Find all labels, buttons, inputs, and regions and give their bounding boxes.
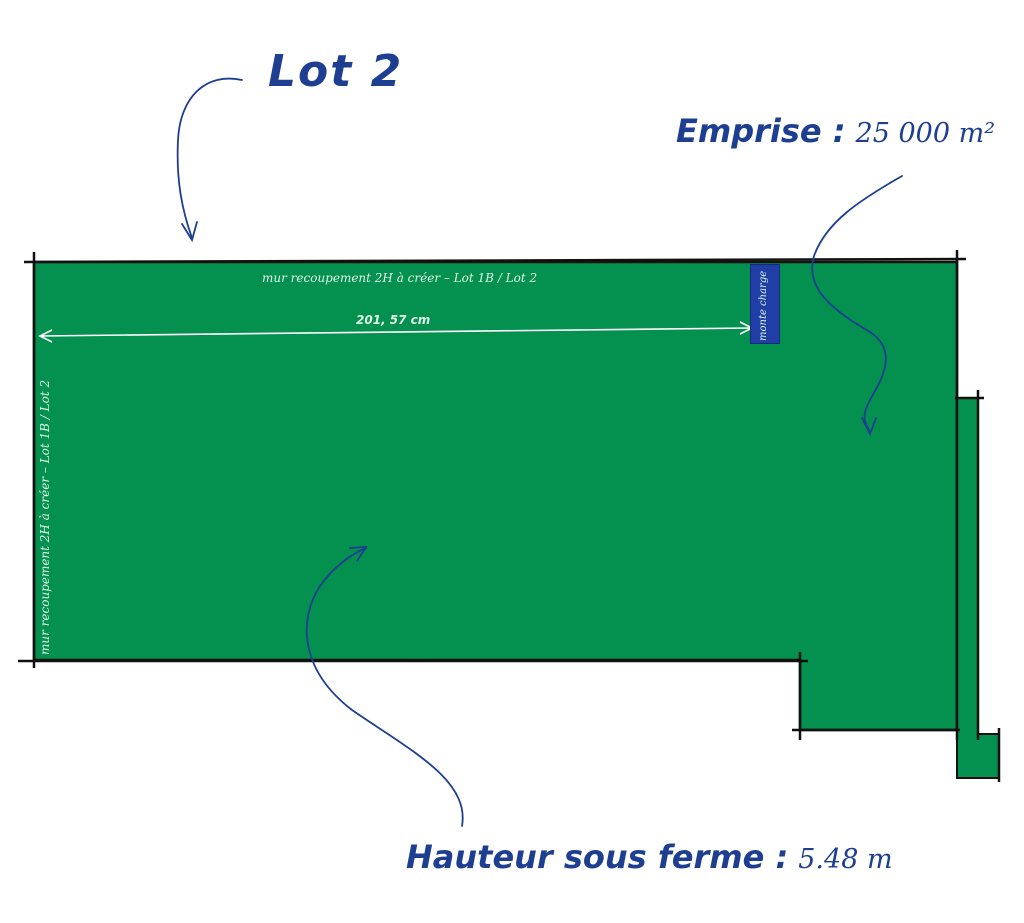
freight-elevator: monte charge [750,264,780,344]
sketch-strokes [18,250,1001,782]
hauteur-label: Hauteur sous ferme : [406,838,789,876]
dimension-label: 201, 57 cm [356,313,431,327]
emprise-annotation: Emprise : 25 000 m² [676,112,995,150]
emprise-label: Emprise : [676,112,846,150]
hauteur-value: 5.48 m [798,844,893,875]
left-wall-label: mur recoupement 2H à créer – Lot 1B / Lo… [38,379,52,655]
hauteur-annotation: Hauteur sous ferme : 5.48 m [406,838,893,876]
pointer-arrows [176,77,903,827]
top-wall-label: mur recoupement 2H à créer – Lot 1B / Lo… [262,271,538,285]
hauteur-pointer-arrow [305,547,464,827]
freight-elevator-label: monte charge [758,270,769,341]
emprise-pointer-arrow [811,175,903,433]
lot-title: Lot 2 [268,46,404,97]
emprise-value: 25 000 m² [855,118,996,149]
lot-pointer-arrow [176,77,243,239]
